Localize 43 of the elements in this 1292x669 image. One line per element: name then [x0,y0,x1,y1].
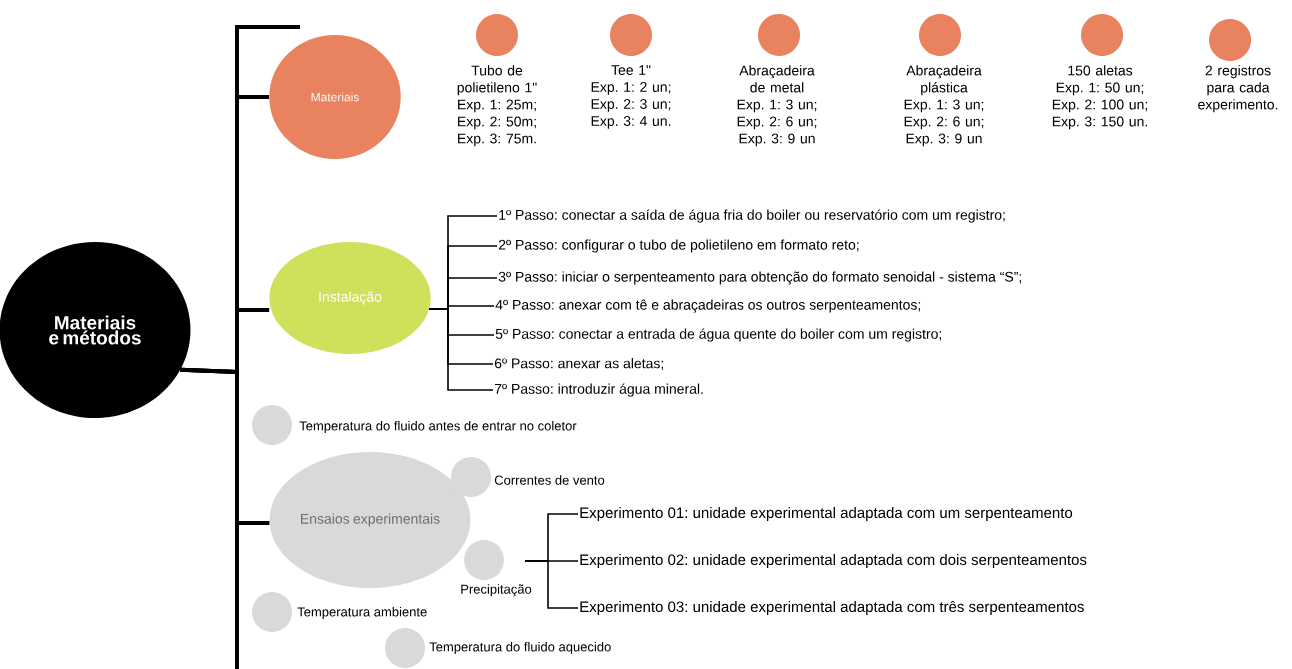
experiment-text: Experimento 01: unidade experimental adaptada com um serpenteamento [580,507,1073,521]
item-text: Tubo de polietileno 1" Exp. 1: 25m; Exp. 2: 50m; Exp. 3: 75m. [457,65,537,147]
node-label: Exp. 1: 2 un; [591,82,671,95]
item-text: Abraçadeira plástica Exp. 1: 3 un; Exp. 2: 6 un; Exp. 3: 9 un [904,65,984,147]
node-label: Exp. 2: 6 un; [737,116,817,130]
experiment-text: Experimento 03: unidade experimental adaptada com três serpenteamentos [580,601,1084,615]
node-label: Exp. 1: 25m; [458,99,536,113]
node-label: Exp. 2: 6 un; [904,116,984,130]
step-text: 6º Passo: anexar as aletas; [494,358,663,370]
node-label: Exp. 2: 100 un; [1052,99,1147,113]
node-label: 150 aletas [1068,65,1133,76]
node-label: Exp. 2: 50m; [458,116,536,130]
factor-text: Correntes de vento [494,475,605,485]
node-label: Exp. 1: 3 un; [904,99,984,113]
step-text: 4º Passo: anexar com tê e abraçadeiras os outros serpenteamentos; [495,299,920,313]
item-text: 2 registros para cada experimento. [1198,65,1278,113]
node-label: Exp. 3: 4 un. [591,116,671,129]
factor-text: Temperatura do fluido antes de entrar no coletor [299,420,577,434]
experiment-text: Experimento 02: unidade experimental adaptada com dois serpenteamentos [580,554,1087,568]
node-label: Abraçadeira de metal [739,65,815,93]
step-text: 3º Passo: iniciar o serpenteamento para obtenção do formato senoidal - sistema “S”; [498,271,1022,285]
node-label: Tee 1" [611,65,651,75]
connector-line [180,367,270,525]
node-label: Exp. 3: 75m. [458,133,536,147]
step-text: 5º Passo: conectar a entrada de água quente do boiler com um registro; [495,328,942,342]
node-label: Exp. 3: 9 un [906,133,982,147]
node-label: Tubo de polietileno 1" [457,65,537,96]
step-text: 1º Passo: conectar a saída de água fria do boiler ou reservatório com um registro; [499,209,1005,223]
node-label: Exp. 1: 3 un; [737,99,817,113]
item-text: Tee 1" Exp. 1: 2 un; Exp. 2: 3 un; Exp. 3: 4 un. [591,65,671,129]
connector-line [428,308,494,391]
node-label: Exp. 1: 50 un; [1056,82,1144,96]
step-text: 2º Passo: configurar o tubo de polietileno em formato reto; [498,239,859,253]
step-text: 7º Passo: introduzir água mineral. [494,383,703,397]
node-label: Exp. 3: 150 un. [1052,116,1147,130]
item-text: Abraçadeira de metal Exp. 1: 3 un; Exp. 2: 6 un; Exp. 3: 9 un [737,65,817,147]
factor-text: Temperatura do fluido aquecido [429,641,611,655]
node-label: Exp. 3: 9 un [739,133,815,147]
connector-line [524,560,579,609]
node-label: Exp. 2: 3 un; [591,99,671,112]
item-text: 150 aletas Exp. 1: 50 un; Exp. 2: 100 un; Exp. 3: 150 un. [1052,65,1147,130]
factor-text: Temperatura ambiente [297,606,427,620]
node-label: Abraçadeira plástica [906,65,982,96]
